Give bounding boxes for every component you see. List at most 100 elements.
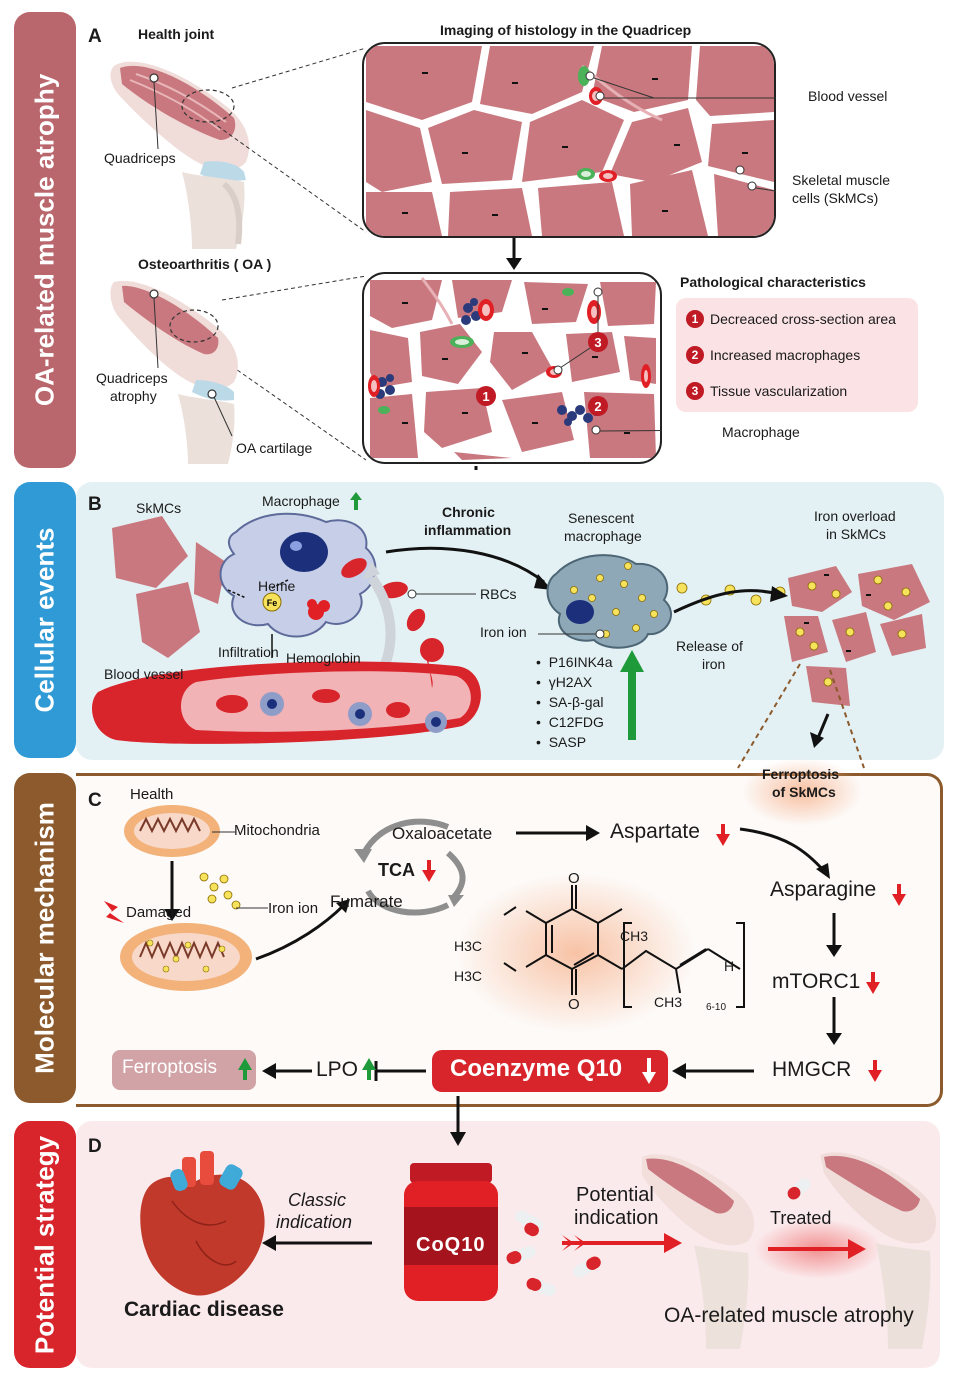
mitochondria-label: Mitochondria xyxy=(234,822,320,839)
infiltration-label: Infiltration xyxy=(218,644,279,660)
asparagine-label: Asparagine xyxy=(770,878,877,901)
quadriceps-atrophy-label-2: atrophy xyxy=(110,388,157,404)
oa-atrophy-label-d: OA-related muscle atrophy xyxy=(664,1304,914,1327)
section-b-side-label: Cellular events xyxy=(14,482,76,758)
mtorc1-label: mTORC1 xyxy=(772,970,861,993)
quadriceps-atrophy-label-1: Quadriceps xyxy=(96,370,168,386)
chem-h: H xyxy=(724,958,735,974)
hmgcr-label: HMGCR xyxy=(772,1058,852,1081)
section-d-title: Potential strategy xyxy=(29,1135,60,1354)
blood-vessel-label-b: Blood vessel xyxy=(104,666,184,682)
aspartate-label: Aspartate xyxy=(610,820,700,843)
senescent-label-2: macrophage xyxy=(564,528,642,544)
oxaloacetate-label: Oxaloacetate xyxy=(392,824,493,843)
patho-text-3: Tissue vascularization xyxy=(710,383,848,399)
patho-num-3: 3 xyxy=(686,382,704,400)
chem-ch3-top: CH3 xyxy=(620,928,649,944)
mtorc1-down-icon xyxy=(866,972,880,994)
oa-marker-1: 1 xyxy=(482,389,489,404)
macrophage-label-a: Macrophage xyxy=(722,424,800,440)
health-label: Health xyxy=(130,786,174,803)
section-c-title: Molecular mechanism xyxy=(29,802,60,1074)
ferroptosis-box xyxy=(112,1050,256,1090)
chem-oxygen-bottom: O xyxy=(568,996,580,1013)
coq10-bottle-label: CoQ10 xyxy=(416,1234,486,1256)
histology-title: Imaging of histology in the Quadricep xyxy=(440,22,692,38)
section-a-side-label: OA-related muscle atrophy xyxy=(14,12,76,468)
panel-d-letter: D xyxy=(88,1136,102,1157)
fe-label: Fe xyxy=(267,598,278,608)
iron-ion-callout-line xyxy=(236,907,268,909)
marker-c12fdg: C12FDG xyxy=(548,714,604,730)
potential-strategy-illustration xyxy=(140,1151,937,1349)
ferroptosis-label: Ferroptosis xyxy=(122,1057,218,1078)
chem-h3c-bottom: H3C xyxy=(454,968,483,984)
mitochondria-callout-line xyxy=(212,831,236,833)
chem-oxygen-top: O xyxy=(568,870,580,887)
treated-label: Treated xyxy=(770,1208,832,1228)
damaged-label: Damaged xyxy=(126,904,192,921)
healthy-histology-box xyxy=(362,42,776,238)
lpo-label: LPO xyxy=(316,1058,359,1081)
marker-sasp: SASP xyxy=(548,734,587,750)
asparagine-down-icon xyxy=(892,884,906,906)
arrow-c-to-d xyxy=(450,1096,466,1146)
patho-title: Pathological characteristics xyxy=(680,274,866,290)
overload-label-1: Iron overload xyxy=(814,508,896,524)
iron-ion-label-b: Iron ion xyxy=(480,624,527,640)
potential-indication-label-2: indication xyxy=(574,1207,659,1229)
patho-text-1: Decreaced cross-section area xyxy=(710,311,896,327)
aspartate-down-icon xyxy=(716,824,730,846)
ferroptosis-skmcs-label-1: Ferroptosis xyxy=(762,766,840,782)
blood-vessel-label: Blood vessel xyxy=(808,88,888,104)
overload-label-2: in SkMCs xyxy=(826,526,886,542)
chem-ch3-bottom: CH3 xyxy=(654,994,683,1010)
oa-cartilage-label: OA cartilage xyxy=(236,440,313,456)
rbcs-label: RBCs xyxy=(480,586,517,602)
chem-h3c-top: H3C xyxy=(454,938,483,954)
senescent-label-1: Senescent xyxy=(568,510,635,526)
marker-item-2: • γH2AX xyxy=(536,674,593,690)
ferroptosis-glow xyxy=(742,758,862,826)
macrophage-up-icon xyxy=(350,492,362,510)
oa-title: Osteoarthritis ( OA ) xyxy=(138,256,272,272)
senescence-markers-list: • P16INK4a • γH2AX • SA-β-gal • C12FDG •… xyxy=(536,652,613,752)
coenzyme-q10-label: Coenzyme Q10 xyxy=(450,1055,623,1082)
ferroptosis-up-icon xyxy=(238,1058,252,1080)
marker-gh2ax: γH2AX xyxy=(548,674,593,690)
skmc-label-1: Skeletal muscle xyxy=(792,172,891,188)
panel-b-letter: B xyxy=(88,494,102,515)
macrophage-label-b: Macrophage xyxy=(262,493,340,509)
panel-a-letter: A xyxy=(88,26,102,47)
chronic-label-1: Chronic xyxy=(442,504,495,520)
release-label-2: iron xyxy=(702,656,726,672)
oa-marker-2: 2 xyxy=(594,399,601,414)
fumarate-label: Fumarate xyxy=(330,892,403,911)
lpo-up-icon xyxy=(362,1058,376,1080)
hemoglobin-label: Hemoglobin xyxy=(286,650,361,666)
oa-marker-3: 3 xyxy=(594,335,601,350)
classic-indication-label-1: Classic xyxy=(288,1190,347,1210)
chronic-label-2: inflammation xyxy=(424,522,512,538)
skmcs-label-b: SkMCs xyxy=(136,500,182,516)
section-c-side-label: Molecular mechanism xyxy=(14,773,76,1103)
cellular-events-illustration: Fe xyxy=(92,512,930,748)
marker-item-5: • SASP xyxy=(536,734,587,750)
chem-n-range: 6-10 xyxy=(706,1002,727,1013)
oa-histology-box: 1 2 3 xyxy=(362,272,662,464)
release-label-1: Release of xyxy=(676,638,743,654)
coenzyme-down-icon xyxy=(642,1058,656,1084)
panel-c-letter: C xyxy=(88,790,102,811)
cardiac-disease-label: Cardiac disease xyxy=(124,1298,284,1321)
heme-label: Heme xyxy=(258,578,296,594)
patho-text-2: Increased macrophages xyxy=(710,347,861,363)
potential-indication-label-1: Potential xyxy=(576,1184,654,1206)
ferroptosis-connector xyxy=(737,663,865,769)
hmgcr-down-icon xyxy=(868,1060,882,1082)
iron-ion-label-c: Iron ion xyxy=(268,900,319,917)
marker-item-3: • SA-β-gal xyxy=(536,694,604,710)
marker-sa-b-gal: SA-β-gal xyxy=(548,694,604,710)
tca-label: TCA xyxy=(378,860,415,880)
oa-knee-illustration xyxy=(110,281,238,464)
marker-item-1: • P16INK4a xyxy=(536,654,613,670)
